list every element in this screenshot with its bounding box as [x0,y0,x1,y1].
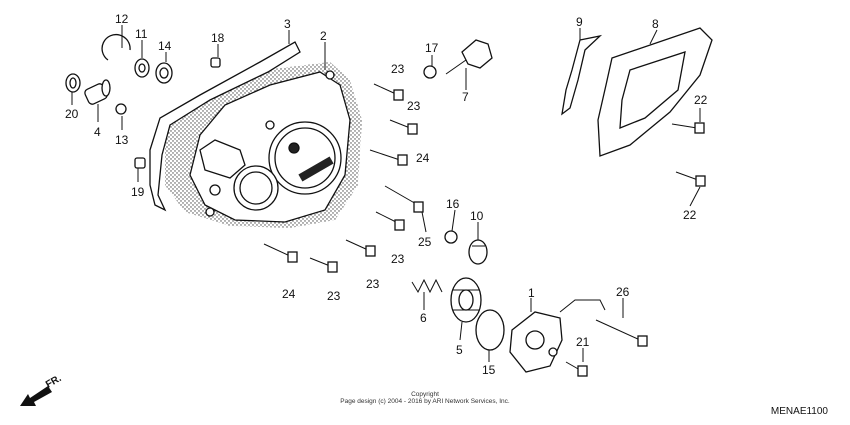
callout-numbers: 1 2 3 4 5 6 7 8 9 10 11 12 13 14 15 16 1… [65,12,708,377]
callout-4[interactable]: 4 [94,125,101,139]
callout-6[interactable]: 6 [420,311,427,325]
oil-filler-cap-7[interactable] [445,39,493,75]
bolts[interactable] [263,83,706,377]
callout-1[interactable]: 1 [528,286,535,300]
callout-24a[interactable]: 24 [416,151,430,165]
spring-6[interactable] [411,278,443,294]
callout-14[interactable]: 14 [158,39,172,53]
oil-filter-5[interactable] [450,277,482,323]
callout-17[interactable]: 17 [425,41,439,55]
sealing-washer-16[interactable] [444,230,458,244]
crankcase-cover[interactable] [165,62,362,228]
callout-23b[interactable]: 23 [407,99,421,113]
oil-filter-cover-1[interactable] [509,311,563,373]
callout-19[interactable]: 19 [131,185,145,199]
callout-25[interactable]: 25 [418,235,432,249]
cover-gasket[interactable] [149,41,301,212]
callout-23c[interactable]: 23 [391,252,405,266]
o-ring-17[interactable] [423,65,437,79]
callout-18[interactable]: 18 [211,31,225,45]
diagram-code: MENAE1100 [770,406,828,417]
callout-16[interactable]: 16 [446,197,460,211]
bearing-14[interactable] [155,62,173,84]
callout-2[interactable]: 2 [320,29,327,43]
callout-22a[interactable]: 22 [694,93,708,107]
pipe-4[interactable] [84,79,111,105]
callout-24b[interactable]: 24 [282,287,296,301]
plate-9[interactable] [561,34,603,116]
leader-lines [71,25,701,362]
oil-bolt-10[interactable] [468,239,488,265]
callout-23e[interactable]: 23 [327,289,341,303]
dowel-pin-19[interactable] [134,157,146,169]
callout-23d[interactable]: 23 [366,277,380,291]
callout-7[interactable]: 7 [462,90,469,104]
callout-15[interactable]: 15 [482,363,496,377]
callout-12[interactable]: 12 [115,12,129,26]
callout-5[interactable]: 5 [456,343,463,357]
sprocket-cover-8[interactable] [597,27,713,157]
o-ring-13[interactable] [115,103,127,115]
callout-23a[interactable]: 23 [391,62,405,76]
oil-seal-11[interactable] [134,58,150,78]
o-ring-15[interactable] [475,309,505,351]
callout-10[interactable]: 10 [470,209,484,223]
callout-11[interactable]: 11 [135,27,148,41]
callout-3[interactable]: 3 [284,17,291,31]
callout-26[interactable]: 26 [616,285,630,299]
front-arrow-icon: FR. [20,373,64,406]
front-arrow-label: FR. [44,373,64,391]
callout-13[interactable]: 13 [115,133,129,147]
callout-8[interactable]: 8 [652,17,659,31]
oil-seal-20[interactable] [65,73,81,93]
callout-20[interactable]: 20 [65,107,79,121]
callout-9[interactable]: 9 [576,15,583,29]
dowel-pin-18[interactable] [210,57,221,68]
callout-22b[interactable]: 22 [683,208,697,222]
callout-21[interactable]: 21 [576,335,590,349]
copyright-line-2: Page design (c) 2004 - 2016 by ARI Netwo… [340,398,510,405]
copyright-line-1: Copyright [411,391,439,398]
circlip-12[interactable] [101,33,131,61]
